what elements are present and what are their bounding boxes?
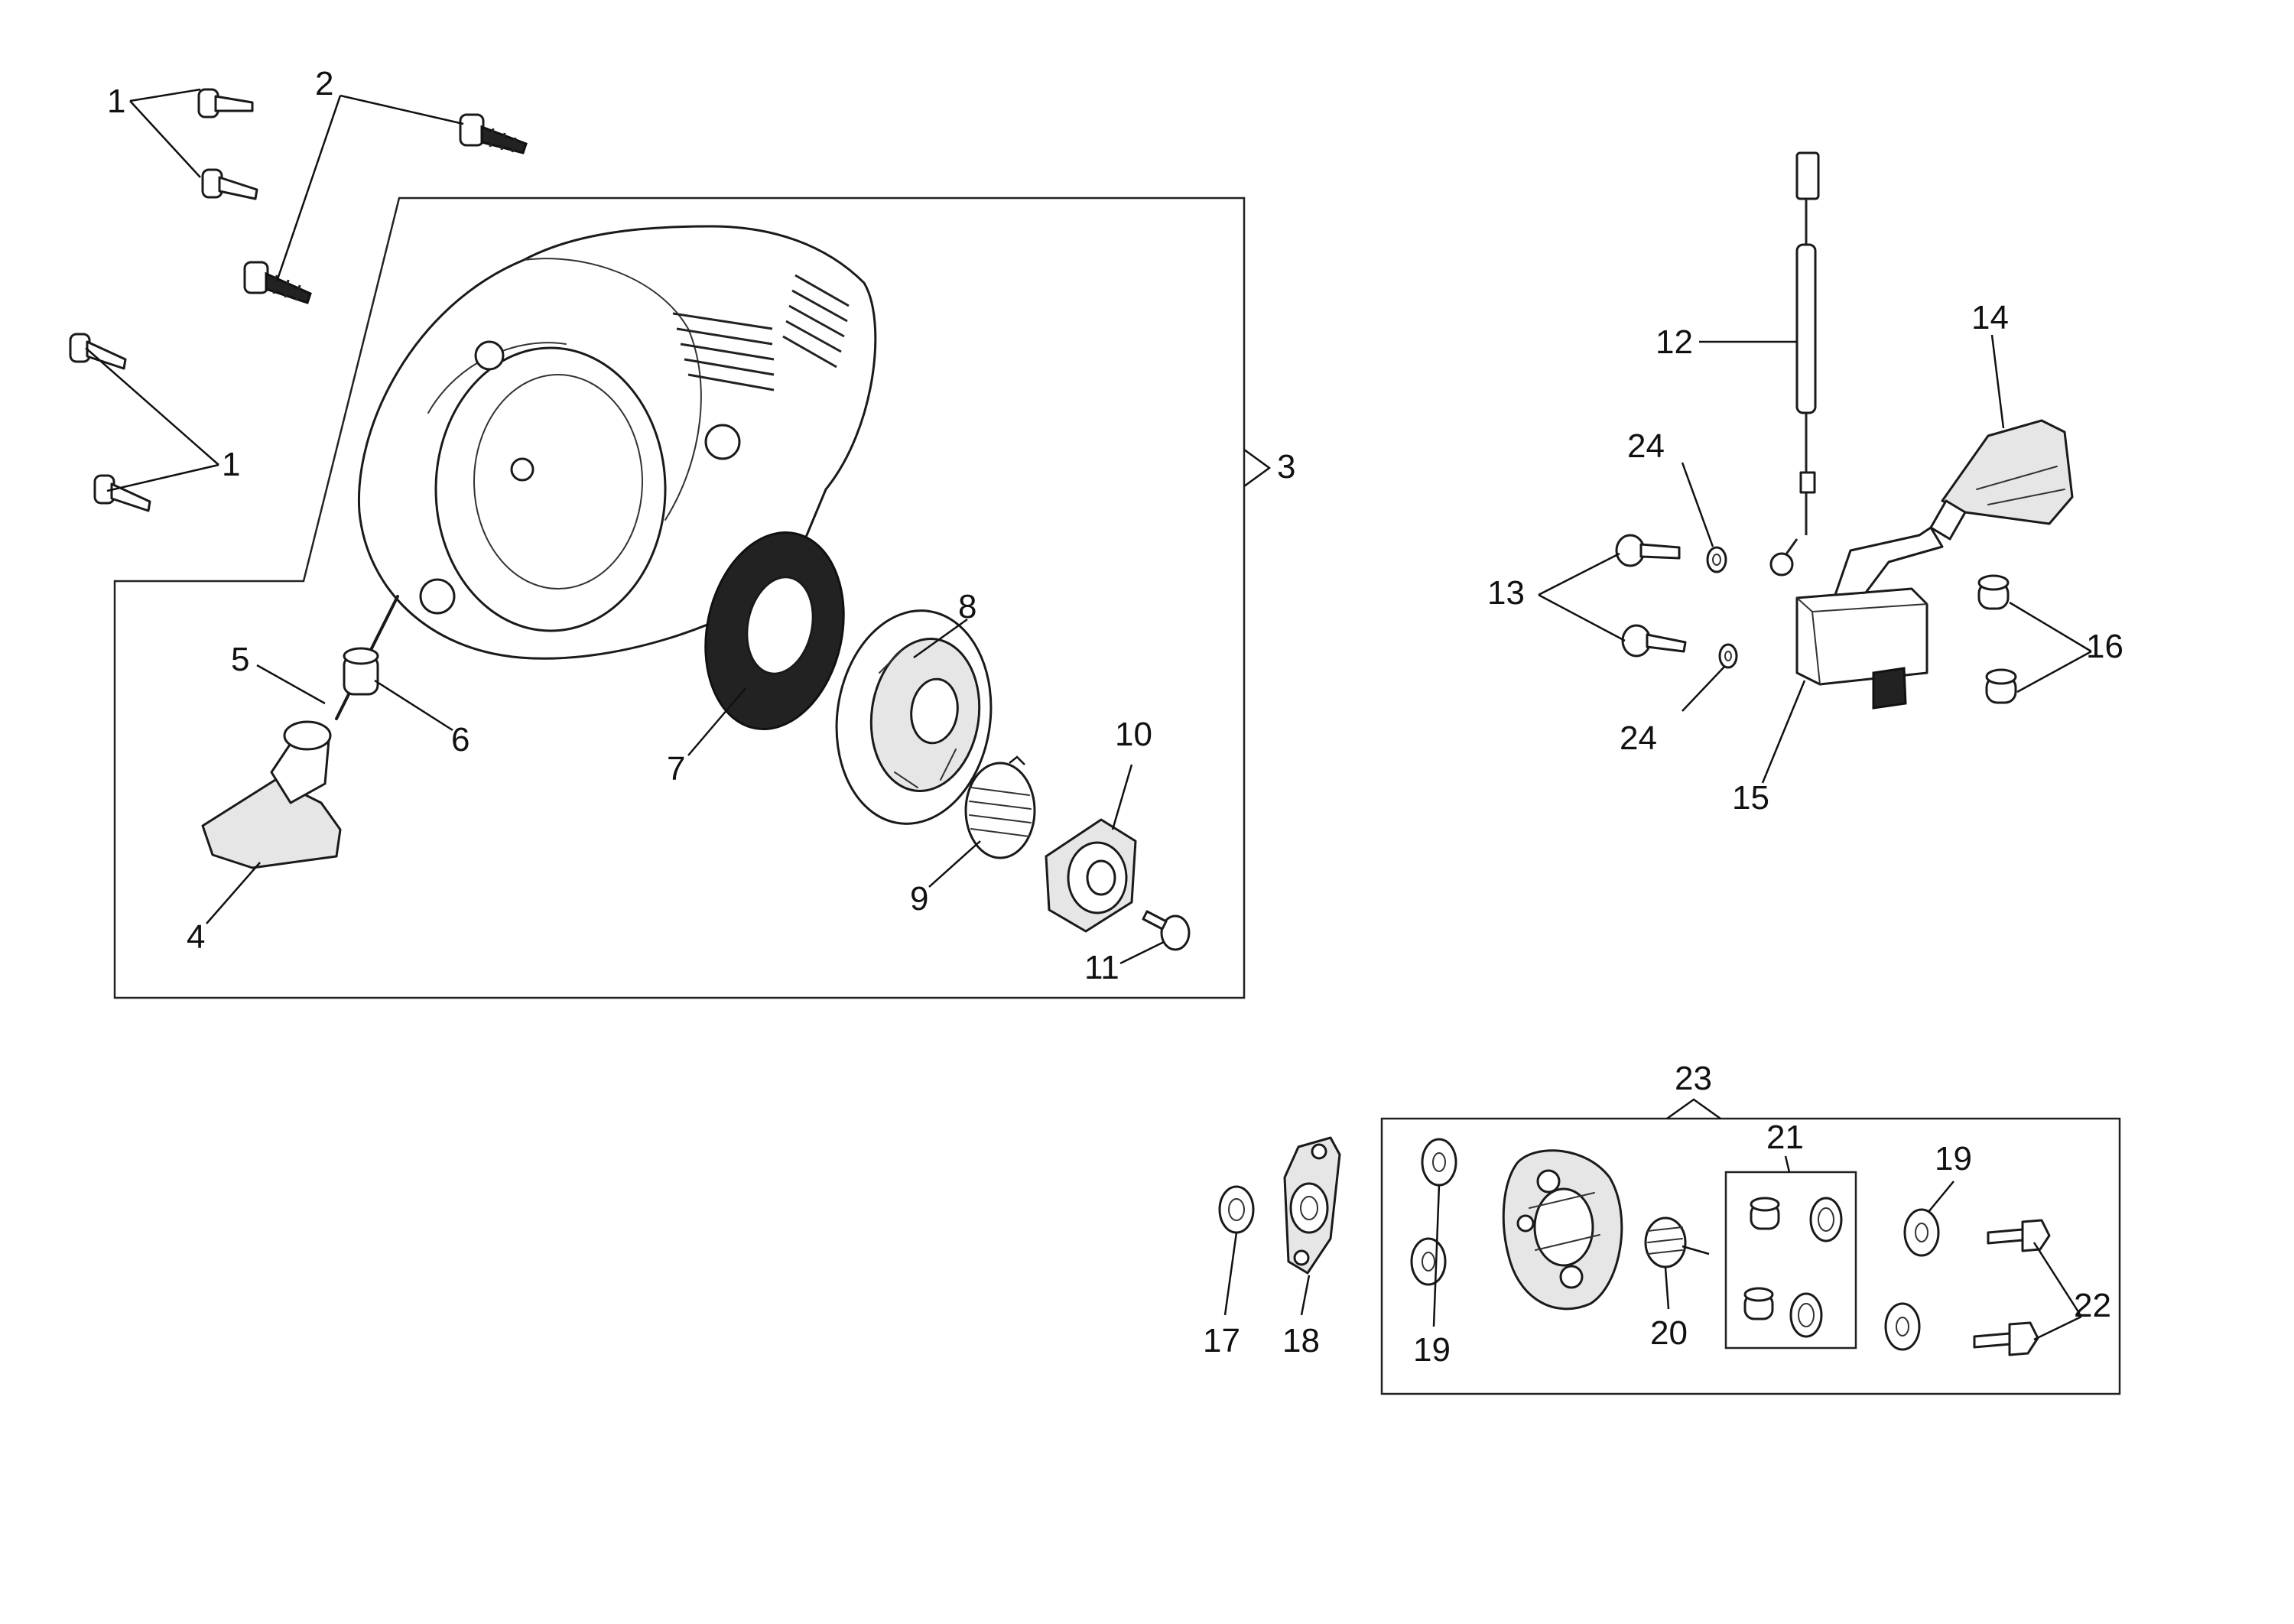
washer-19-b	[1410, 1237, 1447, 1286]
callout-24-top: 24	[1627, 427, 1665, 465]
callout-2: 2	[315, 65, 333, 102]
callout-16: 16	[2086, 628, 2123, 665]
callout-1-top: 1	[107, 83, 125, 120]
screw-2-b	[243, 261, 312, 304]
washer-24-a	[1706, 546, 1727, 573]
ignition-coil	[1795, 526, 1944, 710]
washer-24-b	[1718, 643, 1738, 669]
clutch-bolt-22-a	[1987, 1219, 2051, 1252]
starter-handle	[201, 720, 342, 869]
callout-20: 20	[1650, 1314, 1688, 1352]
clutch-plate-18	[1283, 1136, 1341, 1275]
shoe-washer-a	[1809, 1197, 1843, 1242]
callout-14: 14	[1971, 299, 2009, 336]
pulley-screw	[1142, 910, 1191, 951]
housing-vents-side	[782, 274, 850, 369]
clutch-assembly-frame	[1380, 1098, 2121, 1395]
callout-15: 15	[1732, 779, 1769, 817]
screw-1-left-b	[93, 474, 151, 512]
callout-17: 17	[1203, 1322, 1240, 1359]
pawl-spring	[964, 755, 1036, 859]
shoe-bushing-b	[1743, 1287, 1774, 1320]
callout-21: 21	[1766, 1119, 1804, 1156]
clutch-bolt-22-b	[1973, 1321, 2039, 1356]
washer-19-d	[1884, 1302, 1921, 1351]
starter-pawl	[1045, 818, 1137, 933]
rope-grommet	[343, 647, 379, 696]
clutch-shoe-kit-frame	[1724, 1171, 1857, 1350]
callout-4: 4	[187, 918, 205, 956]
callout-9: 9	[910, 880, 928, 918]
shoe-washer-b	[1789, 1292, 1823, 1338]
callout-18: 18	[1282, 1322, 1320, 1359]
callout-19-right: 19	[1935, 1140, 1972, 1177]
callout-13: 13	[1487, 574, 1525, 612]
screw-1-left-a	[69, 333, 127, 370]
coil-screw-a	[1615, 534, 1681, 567]
recoil-spring	[704, 531, 845, 730]
screw-1-top-a	[197, 88, 254, 119]
washer-19-a	[1421, 1138, 1457, 1187]
rope-pulley	[835, 609, 993, 825]
ignition-wire	[1769, 151, 1820, 577]
clutch-hub	[1502, 1149, 1623, 1311]
spacer-16-b	[1985, 668, 2017, 704]
callout-19-left: 19	[1413, 1331, 1451, 1369]
callout-6: 6	[451, 721, 470, 758]
callout-22: 22	[2074, 1287, 2111, 1324]
callout-23: 23	[1675, 1060, 1712, 1097]
housing-vents-top	[672, 312, 775, 391]
leader-lines	[85, 88, 2092, 1341]
callout-1-left: 1	[222, 446, 240, 483]
washer-17	[1218, 1185, 1255, 1234]
callout-12: 12	[1656, 323, 1693, 361]
callout-3: 3	[1277, 448, 1295, 486]
clutch-spring-20	[1644, 1216, 1710, 1268]
shoe-bushing-a	[1750, 1197, 1780, 1230]
callout-10: 10	[1115, 716, 1152, 753]
screw-1-top-b	[201, 168, 258, 200]
callout-24-bottom: 24	[1620, 719, 1657, 757]
callout-8: 8	[958, 588, 976, 625]
callout-7: 7	[667, 750, 685, 788]
spark-plug-boot	[1929, 419, 2074, 541]
callout-labels: 1 2 1 3 4 5 6 7 8 9 10 11 12 13 14 15 16…	[107, 65, 2123, 1369]
coil-screw-b	[1621, 624, 1687, 658]
screw-2-a	[459, 113, 528, 154]
callout-11: 11	[1084, 949, 1119, 986]
callout-5: 5	[231, 641, 249, 678]
starter-assembly-frame	[113, 197, 1272, 999]
spacer-16-a	[1977, 574, 2010, 610]
washer-19-c	[1903, 1208, 1940, 1257]
